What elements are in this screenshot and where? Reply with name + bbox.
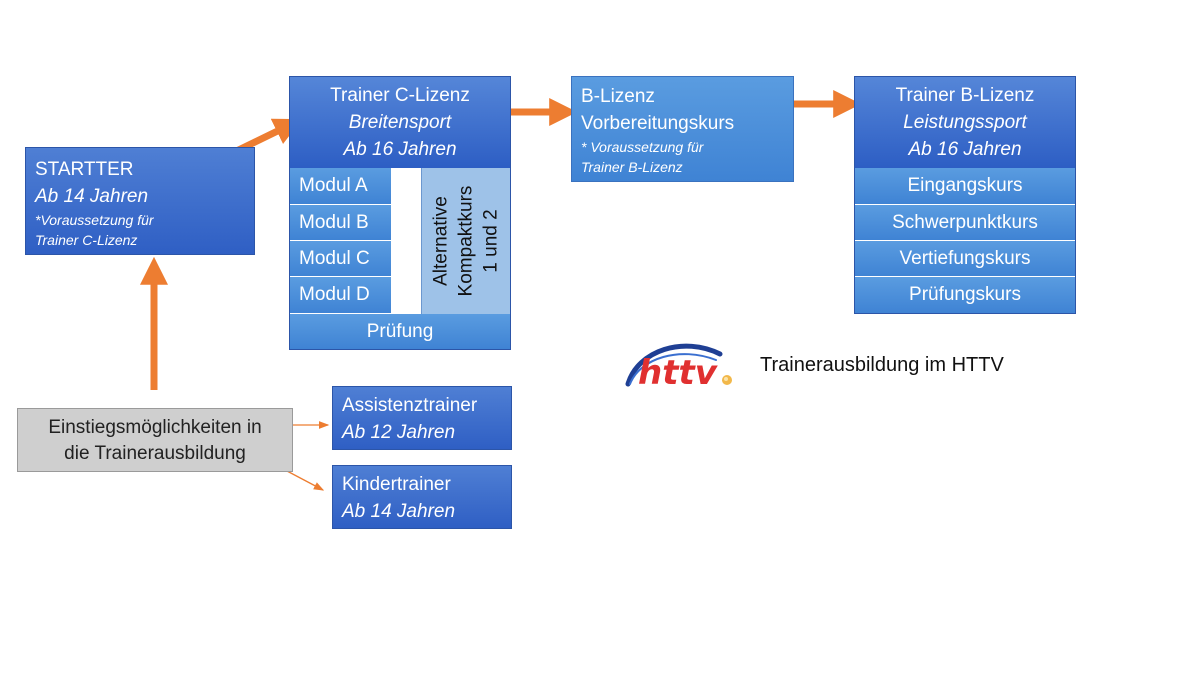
c-license-exam: Prüfung <box>290 314 510 349</box>
b-license-group: Trainer B-Lizenz Leistungssport Ab 16 Ja… <box>854 76 1076 314</box>
c-license-title: Trainer C-Lizenz <box>330 85 470 106</box>
starter-box: STARTTER Ab 14 Jahren *Voraussetzung für… <box>25 147 255 255</box>
module-b: Modul B <box>290 205 391 241</box>
httv-logo: httv <box>624 338 736 393</box>
kids-title: Kindertrainer <box>342 474 451 495</box>
alternative-line1: Alternative <box>430 196 452 286</box>
b-license-title: Trainer B-Lizenz <box>895 85 1035 106</box>
assistant-age: Ab 12 Jahren <box>342 422 456 443</box>
b-prep-title-line1: B-Lizenz <box>581 86 655 107</box>
course-eingangskurs: Eingangskurs <box>855 168 1075 205</box>
b-license-header: Trainer B-Lizenz Leistungssport Ab 16 Ja… <box>855 77 1075 168</box>
entry-options-box: Einstiegsmöglichkeiten in die Traineraus… <box>17 408 293 472</box>
kids-trainer-box: Kindertrainer Ab 14 Jahren <box>332 465 512 529</box>
logo-caption: Trainerausbildung im HTTV <box>760 354 1004 376</box>
b-prep-box: B-Lizenz Vorbereitungskurs * Voraussetzu… <box>571 76 794 182</box>
module-d: Modul D <box>290 277 391 314</box>
starter-note-line2: Trainer C-Lizenz <box>35 232 138 248</box>
assistant-trainer-box: Assistenztrainer Ab 12 Jahren <box>332 386 512 450</box>
c-license-subtitle: Breitensport <box>348 112 452 133</box>
c-license-age: Ab 16 Jahren <box>343 139 457 160</box>
alternative-compact-course: Alternative Kompaktkurs 1 und 2 <box>421 168 510 314</box>
module-a: Modul A <box>290 168 391 205</box>
c-license-group: Trainer C-Lizenz Breitensport Ab 16 Jahr… <box>289 76 511 350</box>
kids-age: Ab 14 Jahren <box>342 501 456 522</box>
assistant-title: Assistenztrainer <box>342 395 478 416</box>
module-c: Modul C <box>290 241 391 277</box>
course-vertiefungskurs: Vertiefungskurs <box>855 241 1075 277</box>
entry-line2: die Trainerausbildung <box>64 443 246 464</box>
b-prep-note-line2: Trainer B-Lizenz <box>581 159 683 175</box>
alternative-line3: 1 und 2 <box>480 209 502 273</box>
starter-note-line1: *Voraussetzung für <box>35 212 154 228</box>
course-pruefungskurs: Prüfungskurs <box>855 277 1075 313</box>
alternative-line2: Kompaktkurs <box>455 185 477 297</box>
b-prep-title-line2: Vorbereitungskurs <box>581 113 735 134</box>
starter-title: STARTTER <box>35 159 134 180</box>
b-license-age: Ab 16 Jahren <box>908 139 1022 160</box>
c-license-header: Trainer C-Lizenz Breitensport Ab 16 Jahr… <box>290 77 510 168</box>
httv-logo-letters: httv <box>638 353 719 390</box>
b-license-subtitle: Leistungssport <box>903 112 1027 133</box>
httv-logo-icon: httv <box>625 343 732 393</box>
entry-line1: Einstiegsmöglichkeiten in <box>48 417 262 438</box>
b-prep-note-line1: * Voraussetzung für <box>581 139 704 155</box>
course-schwerpunktkurs: Schwerpunktkurs <box>855 205 1075 241</box>
starter-age: Ab 14 Jahren <box>35 186 149 207</box>
arrow-entry-to-kids <box>286 470 325 491</box>
